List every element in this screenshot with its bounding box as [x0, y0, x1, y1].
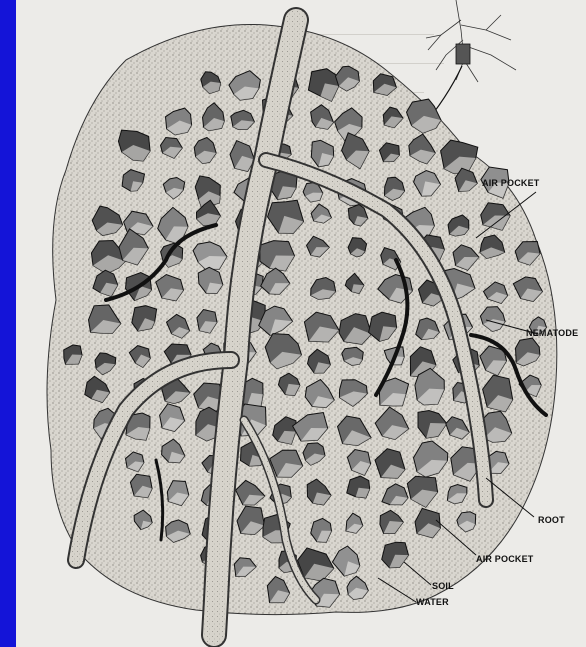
label-root: ROOT — [538, 515, 565, 525]
label-air-pocket-bottom: AIR POCKET — [476, 554, 534, 564]
label-air-pocket-top: AIR POCKET — [482, 178, 540, 188]
soil-mass — [47, 24, 557, 614]
label-soil: SOIL — [432, 581, 454, 591]
label-water: WATER — [416, 597, 449, 607]
label-nematode: NEMATODE — [526, 328, 578, 338]
book-page: AIR POCKET NEMATODE ROOT AIR POCKET SOIL… — [16, 0, 586, 647]
soil-cross-section-diagram — [16, 0, 586, 647]
